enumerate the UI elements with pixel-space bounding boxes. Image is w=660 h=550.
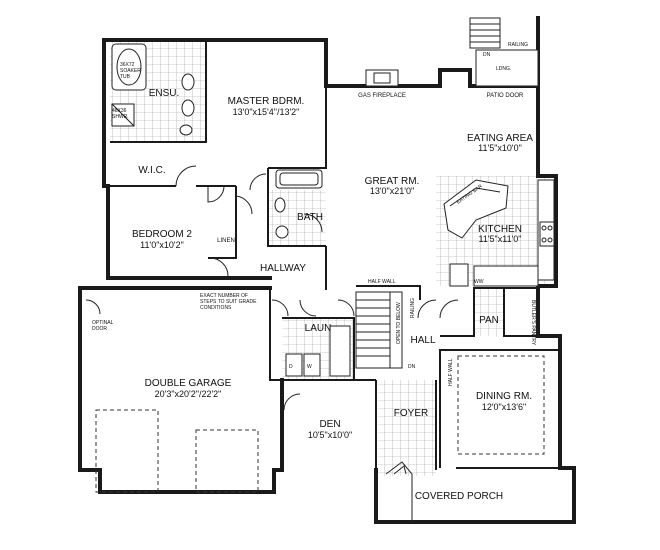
kitchen-island (443, 179, 509, 239)
cooktop-icon (539, 221, 555, 247)
fireplace-icon (365, 69, 399, 87)
laundry-name: LAUN (305, 323, 332, 334)
great-room-name: GREAT RM. (365, 176, 420, 187)
steps-note: CONDITIONS (200, 305, 232, 311)
garage-door-right (195, 429, 259, 493)
door-swings (85, 165, 459, 411)
garage-door-left (95, 409, 159, 493)
landing-note: LDNG. (496, 66, 511, 72)
bedroom2-dims: 11'0"x10'2" (140, 240, 184, 250)
shower-note: SHWR. (112, 114, 129, 120)
dining-tray-ceiling (457, 355, 545, 455)
ensuite-name: ENSU. (149, 88, 180, 99)
den-name: DEN (319, 419, 340, 430)
half-wall-note: HALF WALL (368, 279, 396, 285)
porch-steps (385, 461, 413, 522)
foyer-name: FOYER (394, 408, 428, 419)
open-to-below-note: OPEN TO BELOW (396, 302, 402, 344)
washer-machine-note: W (307, 364, 312, 370)
eating-area-dims: 11'5"x10'0" (478, 143, 522, 153)
double-garage-name: DOUBLE GARAGE (145, 378, 232, 389)
toilet-icon (179, 124, 193, 136)
fridge-icon (449, 263, 469, 287)
great-room-dims: 13'0"x21'0" (370, 186, 414, 196)
railing-note: RAILING (508, 42, 528, 48)
pantry-name: PAN (479, 315, 499, 326)
toilet-icon (274, 197, 286, 213)
steps-note: STEPS TO SUIT GRADE (200, 299, 257, 305)
stair-down-note: DN (408, 364, 416, 370)
stair-treads (356, 299, 390, 357)
linen-name: LINEN (217, 238, 235, 244)
railing-stair-note: RAILING (410, 298, 416, 318)
hall-name: HALL (410, 335, 435, 346)
optional-door-note: DOOR (92, 326, 107, 332)
soaker-tub-note: TUB (120, 74, 131, 80)
dryer-icon (303, 353, 321, 377)
kitchen-dims: 11'5"x11'0" (478, 234, 521, 244)
main-stair (355, 291, 391, 369)
master-bedroom-name: MASTER BDRM. (228, 96, 305, 107)
dining-room-name: DINING RM. (476, 391, 532, 402)
half-wall-side-note: HALF WALL (448, 358, 454, 386)
shower-note: 48X36 (112, 108, 127, 114)
master-bedroom-dims: 13'0"x15'4"/13'2" (233, 107, 300, 117)
washer-note: WW (474, 279, 484, 285)
bathtub (275, 169, 323, 189)
room-labels: MASTER BDRM. 13'0"x15'4"/13'2" ENSU. W.I… (132, 88, 533, 502)
gas-fireplace-note: GAS FIREPLACE (358, 93, 406, 99)
kitchen-name: KITCHEN (478, 224, 522, 235)
fixtures (95, 17, 555, 522)
soaker-tub-note: 36X72 (120, 62, 135, 68)
vanity-sink-icon (181, 99, 195, 117)
soaker-tub (111, 43, 147, 91)
bath-sink-icon (275, 225, 289, 239)
soaker-tub-note: SOAKER (120, 68, 141, 74)
bath-name: BATH (297, 212, 323, 223)
hallway-name: HALLWAY (260, 263, 306, 274)
covered-porch-name: COVERED PORCH (415, 491, 503, 502)
wic-name: W.I.C. (138, 165, 165, 176)
den-dims: 10'5"x10'0" (308, 430, 352, 440)
bedroom2-name: BEDROOM 2 (132, 229, 192, 240)
washer-icon (285, 353, 303, 377)
interior-walls (110, 40, 540, 470)
vanity-sink-icon (181, 73, 195, 91)
dryer-note: D (289, 364, 293, 370)
double-garage-dims: 20'3"x20'2"/22'2" (155, 389, 222, 399)
down-note: DN (483, 52, 491, 58)
dining-room-dims: 12'0"x13'6" (482, 402, 526, 412)
patio-door-note: PATIO DOOR (487, 93, 524, 99)
butlers-pantry-note: BUTLER'S PANTRY (530, 300, 536, 346)
eating-area-name: EATING AREA (467, 133, 533, 144)
steps-note: EXACT NUMBER OF (200, 293, 248, 299)
optional-door-note: OPTINAL (92, 320, 114, 326)
